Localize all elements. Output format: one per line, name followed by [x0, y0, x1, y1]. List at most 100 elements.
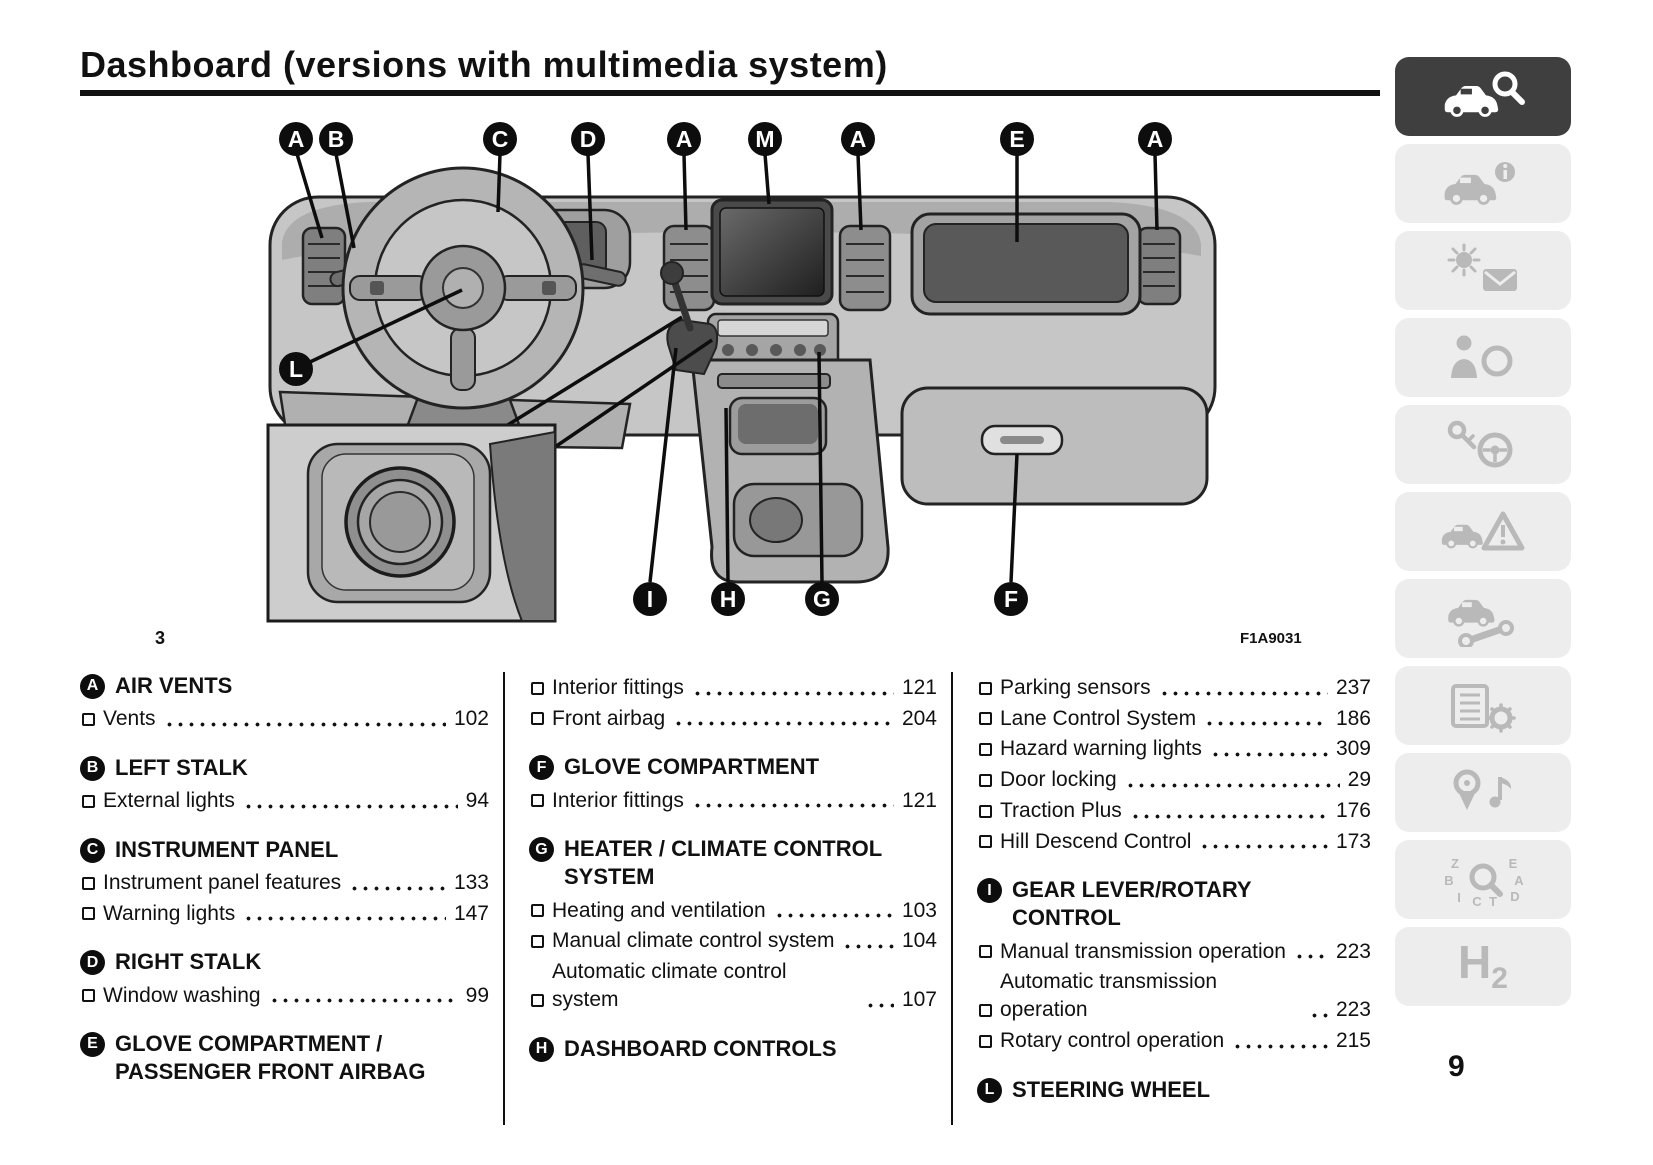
page-ref-icon: [531, 904, 544, 918]
tab-warning-lights-messages[interactable]: [1395, 231, 1571, 310]
legend-entry-label: Rotary control operation: [1000, 1028, 1225, 1052]
dot-leader: [1308, 1012, 1328, 1018]
tab-emergency[interactable]: [1395, 492, 1571, 571]
figure-code: F1A9031: [1240, 630, 1302, 647]
svg-text:T: T: [1489, 894, 1497, 908]
callout-g: G: [805, 582, 839, 616]
legend-group-header: G HEATER / CLIMATE CONTROL SYSTEM: [529, 835, 937, 891]
legend-entry-label: Lane Control System: [1000, 706, 1197, 730]
figure-number: 3: [155, 628, 166, 648]
tab-safety[interactable]: [1395, 318, 1571, 397]
legend-entry-label: Heating and ventilation: [552, 898, 766, 922]
center-console: [690, 358, 890, 584]
index-search-icon: Z E B A I C T D: [1444, 856, 1524, 908]
legend-entry-label: Vents: [103, 707, 156, 731]
callout-leader-lines: [295, 153, 1159, 583]
legend-entry-label: Automatic climate control system: [552, 960, 787, 1011]
dot-leader: [673, 721, 894, 727]
tab-maintenance[interactable]: [1395, 579, 1571, 658]
legend-group-header: F GLOVE COMPARTMENT: [529, 753, 937, 781]
legend-group-title: GEAR LEVER/ROTARY CONTROL: [1012, 877, 1252, 931]
legend-entry: Rotary control operation 215: [979, 1027, 1371, 1055]
legend-group-title: GLOVE COMPARTMENT / PASSENGER FRONT AIRB…: [115, 1031, 426, 1085]
legend-entry-page: 29: [1347, 768, 1371, 792]
title-underline: [80, 90, 1380, 96]
emergency-triangle-icon: [1440, 511, 1525, 550]
legend-entry-label: Front airbag: [552, 706, 666, 730]
legend-entry-page: 94: [465, 789, 489, 813]
svg-text:D: D: [580, 126, 597, 152]
tab-technical-data[interactable]: [1395, 666, 1571, 745]
svg-text:G: G: [813, 586, 831, 612]
legend-entry-label: Manual climate control system: [552, 929, 835, 953]
tab-h2[interactable]: H2: [1395, 927, 1571, 1006]
tab-vehicle-overview[interactable]: [1395, 57, 1571, 136]
legend-group-title: RIGHT STALK: [115, 949, 262, 975]
legend-entry-page: 133: [453, 870, 489, 894]
dot-leader: [243, 916, 446, 922]
page-ref-icon: [531, 681, 544, 695]
warning-light-message-icon: [1447, 243, 1517, 291]
page-ref-icon: [82, 876, 95, 890]
callout-c: C: [483, 122, 517, 156]
callout-a-4: A: [1138, 122, 1172, 156]
tab-multimedia[interactable]: [1395, 753, 1571, 832]
legend-entry-label: Window washing: [103, 983, 261, 1007]
svg-text:A: A: [1147, 126, 1164, 152]
callout-d: D: [571, 122, 605, 156]
page-ref-icon: [979, 1034, 992, 1048]
dot-leader: [691, 803, 894, 809]
callout-i: I: [633, 582, 667, 616]
tab-starting-driving[interactable]: [1395, 405, 1571, 484]
svg-text:C: C: [1472, 894, 1482, 908]
tab-index[interactable]: Z E B A I C T D: [1395, 840, 1571, 919]
legend-group-dashboard-controls: H DASHBOARD CONTROLS: [529, 1035, 937, 1063]
callout-badge: L: [977, 1077, 1002, 1103]
glove-compartment-handle: [980, 424, 1064, 456]
left-air-vent: [301, 226, 347, 306]
svg-text:I: I: [1457, 890, 1461, 905]
legend-entry-page: 121: [901, 676, 937, 699]
callout-badge: I: [977, 878, 1002, 904]
page-ref-icon: [979, 712, 992, 726]
legend-group-instrument-panel: C INSTRUMENT PANEL Instrument panel feat…: [80, 836, 489, 928]
page-number: 9: [1448, 1050, 1465, 1083]
legend-entry-page: 215: [1335, 1028, 1371, 1052]
legend-entry-label: Automatic transmission operation: [1000, 970, 1218, 1022]
dot-leader: [865, 1002, 894, 1008]
legend-entry-label: Parking sensors: [1000, 676, 1151, 699]
dot-leader: [242, 803, 458, 809]
dot-leader: [1158, 690, 1328, 696]
legend-entry-label: Warning lights: [103, 901, 236, 925]
callout-e: E: [1000, 122, 1034, 156]
callout-badge: F: [529, 755, 554, 781]
callout-l: L: [279, 352, 313, 386]
dashboard-diagram: A B C D A M A E A L I H G F: [266, 122, 1217, 623]
legend-entry-page: 223: [1335, 939, 1371, 963]
legend-entry-page: 204: [901, 706, 937, 730]
legend-group-header: D RIGHT STALK: [80, 948, 489, 976]
center-right-vent: [838, 224, 892, 312]
tab-vehicle-info[interactable]: [1395, 144, 1571, 223]
legend-group-header: E GLOVE COMPARTMENT / PASSENGER FRONT AI…: [80, 1030, 489, 1086]
legend-group-header: A AIR VENTS: [80, 672, 489, 700]
page-ref-icon: [531, 935, 544, 949]
svg-text:H: H: [720, 586, 737, 612]
legend-entry-page: 102: [453, 707, 489, 731]
page-ref-icon: [82, 989, 95, 1003]
svg-text:E: E: [1509, 856, 1518, 871]
legend-entry-label: External lights: [103, 789, 235, 813]
legend-group-gear-lever: I GEAR LEVER/ROTARY CONTROL Manual trans…: [977, 876, 1371, 1054]
callout-f: F: [994, 582, 1028, 616]
legend-entry-label: Instrument panel features: [103, 870, 342, 894]
callout-m: M: [748, 122, 782, 156]
